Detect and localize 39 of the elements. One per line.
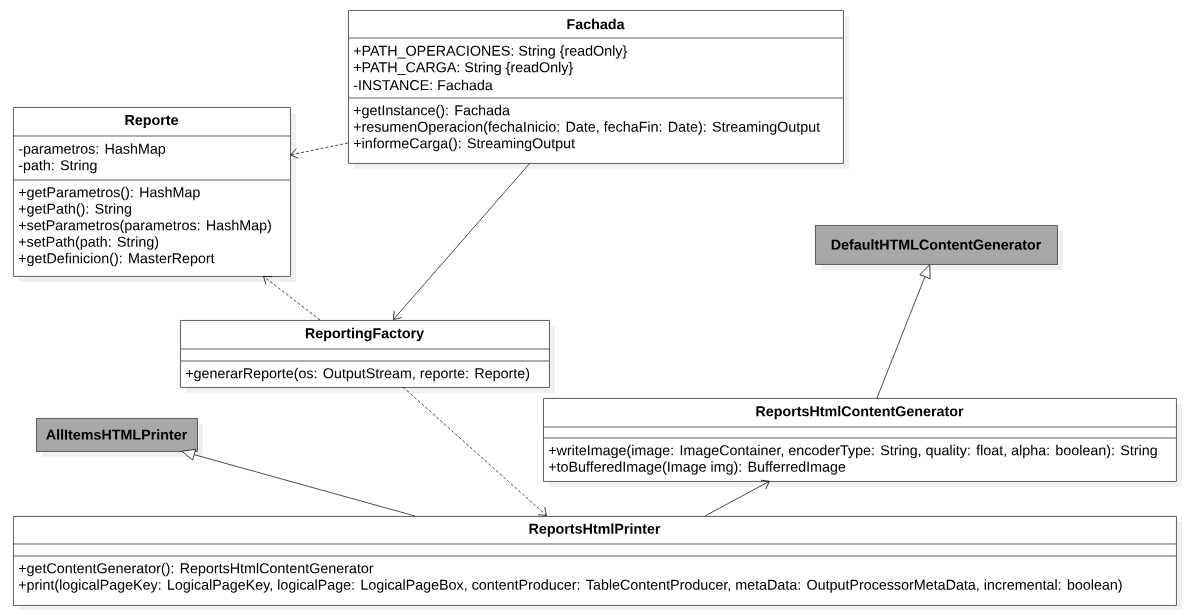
method-text: +getContentGenerator(): ReportsHtmlContentGenerator [18, 562, 374, 577]
method-text: +resumenOperacion(fechaInicio: Date, fechaFin: Date): StreamingOutput [353, 121, 820, 135]
class-box [815, 225, 1063, 270]
class-box [12, 516, 1182, 610]
class-box [179, 320, 555, 393]
attribute-text: -parametros: HashMap [18, 143, 166, 157]
class-box [347, 10, 849, 169]
generalization-arrow [876, 264, 931, 399]
attribute-text: -path: String [18, 159, 97, 174]
attribute-text: -INSTANCE: Fachada [353, 79, 493, 91]
class-name: ReportingFactory [305, 327, 424, 342]
class-name: DefaultHTMLContentGenerator [831, 239, 1042, 250]
class-name: ReportsHtmlContentGenerator [756, 405, 964, 420]
class-name: Reporte [125, 115, 179, 128]
class-name: Fachada [567, 18, 625, 30]
association-arrow [704, 479, 770, 517]
method-text: +toBufferedImage(Image img): BufferredImage [548, 461, 846, 475]
method-text: +informeCarga(): StreamingOutput [353, 137, 575, 152]
attribute-text: +PATH_CARGA: String {readOnly} [353, 61, 573, 76]
class-name: AllItemsHTMLPrinter [46, 429, 187, 440]
method-text: +generarReporte(os: OutputStream, reporte: Reporte) [185, 367, 530, 382]
dependency-arrow [290, 142, 349, 159]
method-text: +getDefinicion(): MasterReport [18, 252, 215, 267]
method-text: +getParametros(): HashMap [18, 186, 200, 201]
class-box [12, 107, 296, 282]
method-text: +setParametros(parametros: HashMap) [18, 219, 271, 234]
dependency-arrow [263, 276, 321, 321]
method-text: +setPath(path: String) [18, 236, 159, 250]
generalization-arrow [181, 448, 416, 517]
method-text: +getPath(): String [18, 203, 132, 217]
attribute-text: +PATH_OPERACIONES: String {readOnly} [353, 45, 627, 59]
method-text: +writeImage(image: ImageContainer, encoderType: String, quality: float, alpha: boolean): String [548, 444, 1157, 459]
method-text: +print(logicalPageKey: LogicalPageKey, logicalPage: LogicalPageBox, contentProducer: TableContentProducer, metaData: OutputProcessorMetaData, incremental: boolean) [18, 579, 1122, 593]
class-box [36, 418, 203, 457]
method-text: +getInstance(): Fachada [353, 104, 510, 119]
dependency-arrow [402, 386, 547, 516]
class-name: ReportsHtmlPrinter [529, 523, 661, 537]
class-box [542, 398, 1182, 487]
association-arrow [393, 162, 531, 320]
